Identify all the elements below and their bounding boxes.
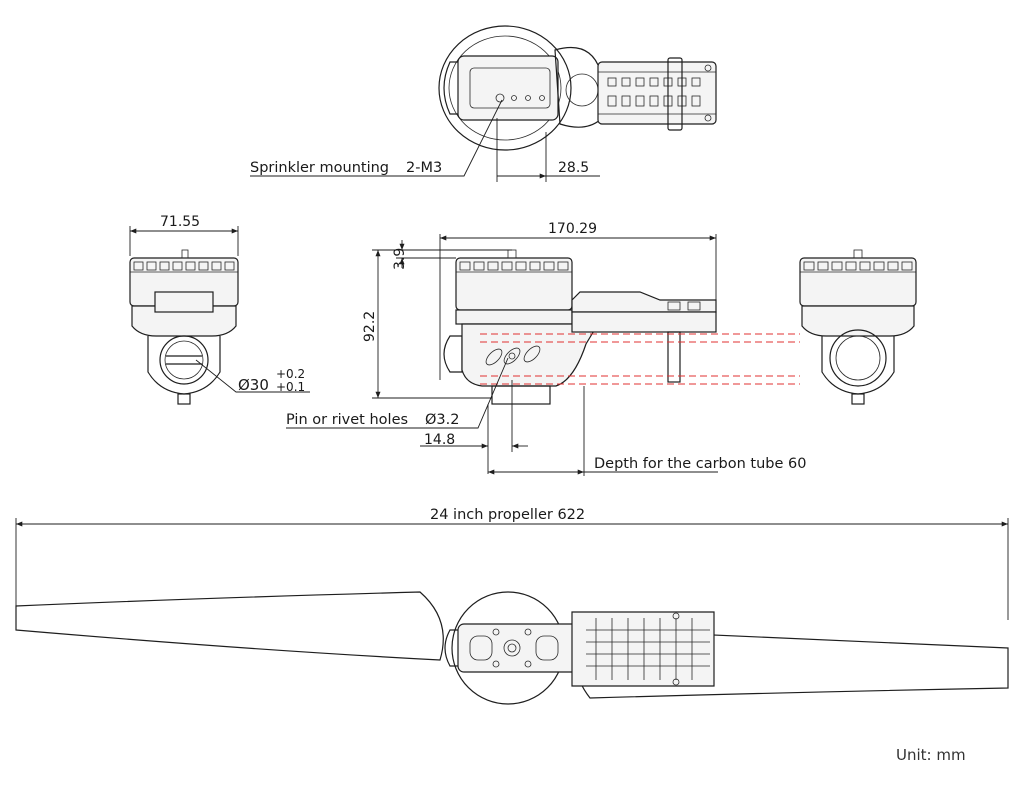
sprinkler-mounting-label: Sprinkler mounting — [250, 160, 389, 176]
pin-holes-diameter: Ø3.2 — [425, 412, 459, 428]
dim-tolerance-upper: +0.2 — [276, 367, 305, 381]
dim-tolerance-lower: +0.1 — [276, 380, 305, 394]
dim-71-55-label: 71.55 — [160, 214, 200, 230]
dim-170-29-label: 170.29 — [548, 221, 597, 237]
dim-diameter-30: Ø30 +0.2 +0.1 — [195, 359, 310, 394]
center-side-view — [443, 249, 717, 405]
dim-14-8: 14.8 — [420, 380, 528, 474]
dim-3-9-label: 3.9 — [392, 248, 408, 270]
dim-carbon-tube-depth: Depth for the carbon tube 60 — [488, 386, 806, 476]
dim-28-5-label: 28.5 — [558, 160, 589, 176]
dim-propeller: 24 inch propeller 622 — [15, 507, 1009, 620]
unit-label: Unit: mm — [896, 746, 966, 764]
sprinkler-mounting-callout: Sprinkler mounting 2-M3 — [250, 99, 503, 177]
propeller-view — [15, 591, 1009, 705]
dim-92-2-label: 92.2 — [362, 311, 378, 342]
dim-diameter-30-label: Ø30 — [238, 376, 269, 394]
carbon-tube-hidden-lines — [480, 333, 800, 385]
sprinkler-thread-label: 2-M3 — [406, 160, 442, 176]
dim-170-29: 170.29 — [439, 221, 717, 380]
dim-3-9: 3.9 — [392, 240, 512, 270]
propeller-label: 24 inch propeller 622 — [430, 507, 585, 523]
dim-71-55: 71.55 — [129, 214, 239, 256]
pin-holes-label: Pin or rivet holes — [286, 412, 408, 428]
top-view — [438, 25, 717, 151]
dim-28-5: 28.5 — [496, 118, 600, 182]
pin-rivet-holes-callout: Pin or rivet holes Ø3.2 — [286, 357, 509, 429]
dim-14-8-label: 14.8 — [424, 432, 455, 448]
left-side-view — [129, 249, 239, 405]
carbon-tube-depth-label: Depth for the carbon tube 60 — [594, 456, 806, 472]
right-side-view — [799, 249, 917, 405]
dim-92-2: 92.2 — [362, 249, 492, 399]
